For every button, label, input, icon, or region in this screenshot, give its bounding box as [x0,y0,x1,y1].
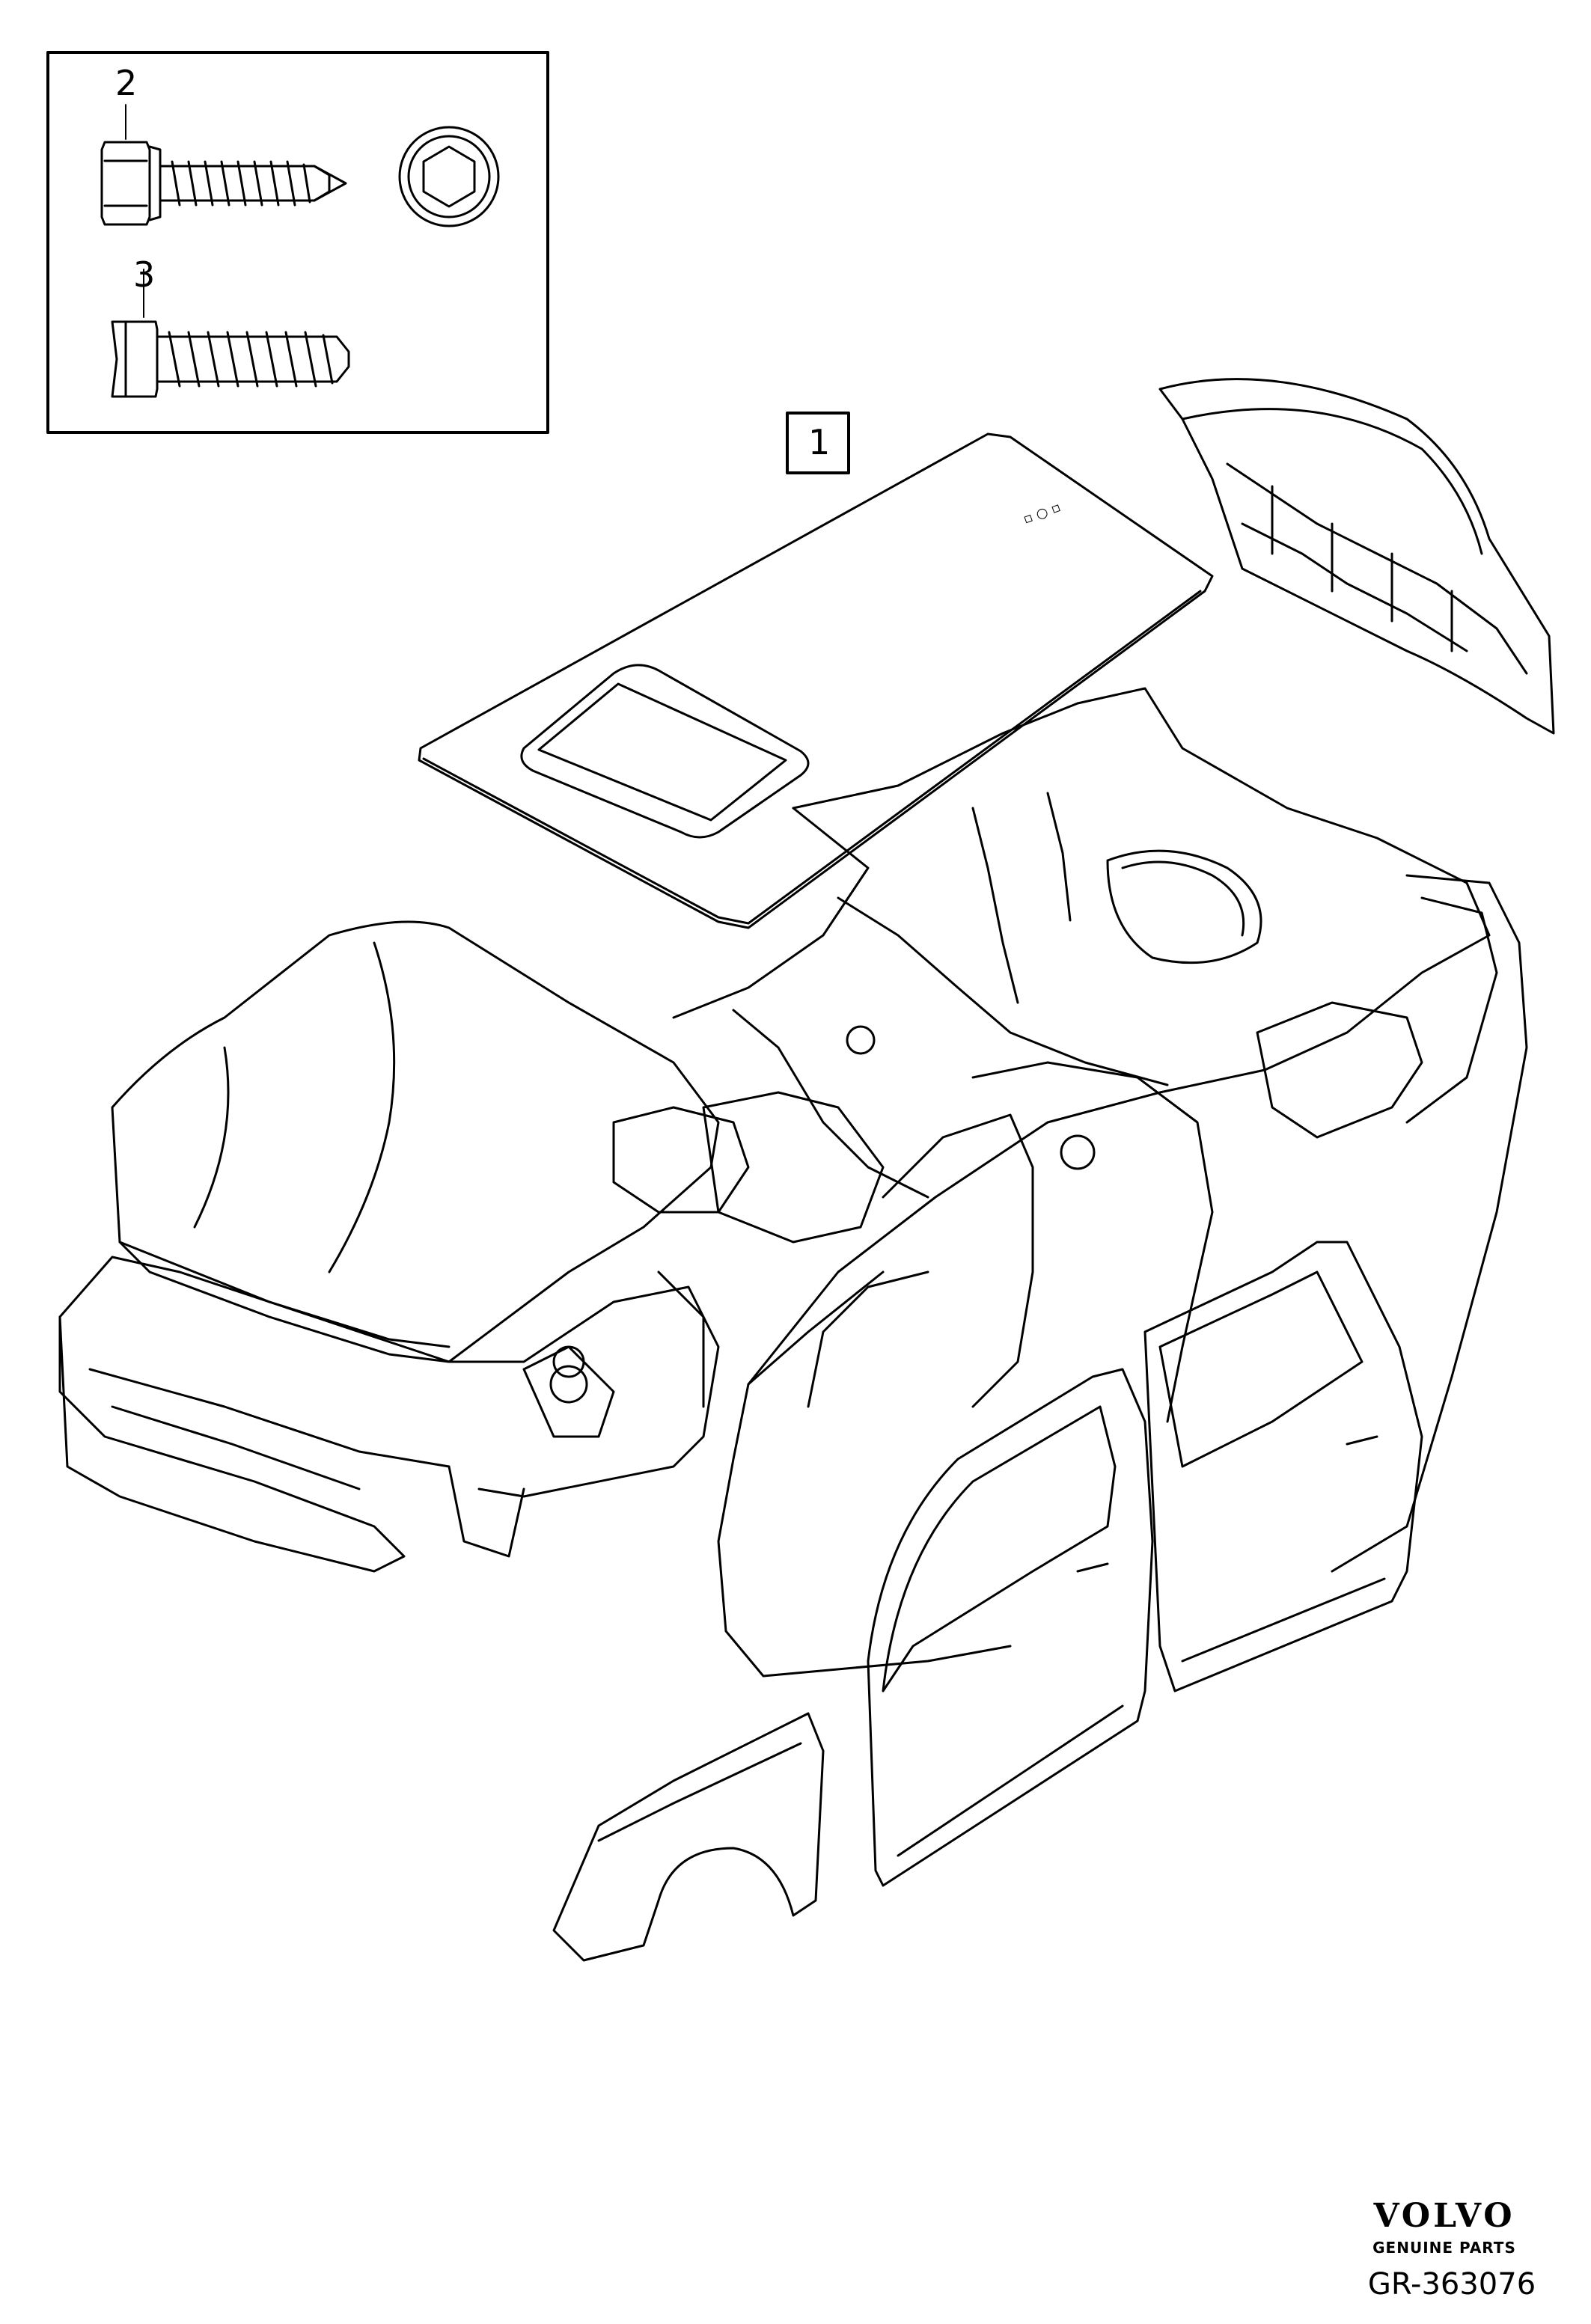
hood-drawing [111,920,720,1363]
body-shell-drawing [552,687,1528,1678]
tailgate-drawing [1158,378,1555,735]
hex-head-top-view [398,126,500,227]
reference-code: GR-363076 [1367,2267,1536,2302]
rear-door-drawing [1143,1241,1423,1692]
inset-frame [46,51,549,434]
roof-panel-drawing: ▫ ○ ▫ [418,432,1214,929]
front-fender-drawing [552,1712,825,1962]
screw-drawing [111,269,350,398]
front-structure-drawing [58,1256,720,1573]
svg-text:▫ ○ ▫: ▫ ○ ▫ [1022,499,1063,527]
genuine-parts-label: GENUINE PARTS [1372,2239,1516,2257]
flange-screw-drawing [100,104,347,226]
front-door-drawing [867,1368,1154,1887]
callout-label-3: 3 [133,254,156,295]
brand-block: VOLVO GENUINE PARTS [1332,2200,1557,2257]
volvo-logo: VOLVO [1373,2197,1515,2235]
callout-label-2: 2 [115,63,138,103]
fastener-inset [46,51,549,434]
callout-label-1: 1 [808,422,831,462]
callout-box-1 [786,412,850,474]
